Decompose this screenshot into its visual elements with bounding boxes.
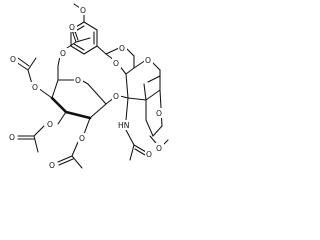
structure-canvas: O O O O O O O O O O O O O O HN O O <box>8 3 169 170</box>
atom-o-methoxy: O <box>80 6 86 15</box>
acetyl-c2-o-c <box>71 141 79 157</box>
atom-labels: O O O O O O O O O O O O O O HN O O <box>8 5 164 170</box>
label-bg <box>31 82 40 92</box>
c3-o-bond-left <box>57 111 67 125</box>
left-sugar-ring <box>50 55 107 120</box>
c4-o-bond <box>37 87 53 99</box>
acetamide-co-double <box>134 148 146 156</box>
atom-o-acetyl-3-carbonyl: O <box>9 133 15 142</box>
aryl-acetal-bond <box>96 45 107 55</box>
atom-o-acetyl-4-carbonyl: O <box>49 161 55 170</box>
ring-inner-bond <box>147 75 161 83</box>
ring-bond-b <box>89 103 107 119</box>
atom-o-acetyl-1-carbonyl: O <box>69 23 75 32</box>
label-bg <box>8 132 17 142</box>
acetyl-c3-o-c <box>33 125 45 137</box>
acetyl-c3 <box>17 111 67 153</box>
acetyl-c2-methyl <box>71 155 83 169</box>
atom-o-acetamide: O <box>146 150 152 159</box>
ring-bond-e <box>51 79 59 99</box>
atom-o-acetal-a: O <box>113 59 119 68</box>
label-bg <box>79 5 88 15</box>
acetal-bond-c <box>125 47 135 57</box>
label-bg <box>78 133 87 143</box>
ring-bold-bond-d <box>50 96 68 114</box>
c2-o-bond-left <box>83 117 91 135</box>
c3-o-bond <box>119 95 129 99</box>
acetyl-c2-co <box>57 155 73 163</box>
atom-hn: HN <box>118 121 129 130</box>
atom-o-acetyl-4: O <box>79 134 85 143</box>
c2-n-bond <box>125 97 129 121</box>
ring-inner-bond-2 <box>143 83 147 101</box>
atom-o-ring-right: O <box>145 56 151 65</box>
ring-bond-7 <box>125 73 129 99</box>
label-bg <box>155 143 164 153</box>
acetyl-c2-co-double <box>58 158 74 166</box>
atom-o-acetal-b: O <box>119 44 125 53</box>
label-bg <box>68 22 77 32</box>
anhydro-bond-3 <box>145 119 154 137</box>
atom-o-acetyl-3: O <box>47 120 53 129</box>
label-bg <box>118 43 127 53</box>
acetamide-methyl-bond <box>129 144 135 161</box>
ring-bond-1 <box>125 67 135 75</box>
right-sugar-ring <box>125 59 169 149</box>
acetamide-co-bond <box>133 144 147 153</box>
atom-o-acetyl-2: O <box>32 83 38 92</box>
molecule-structure-diagram: O O O O O O O O O O O O O O HN O O <box>0 0 170 172</box>
label-bg <box>48 160 57 170</box>
acetyl-c6-methyl <box>75 37 91 43</box>
ring-bond-5 <box>145 89 161 101</box>
label-bg <box>9 54 18 64</box>
acetamide-group <box>125 97 147 161</box>
atom-o-anhydro-2: O <box>156 144 162 153</box>
ring-bold-bond-c <box>64 110 92 120</box>
acetyl-c2 <box>57 117 91 169</box>
acetal-bond-b <box>105 47 120 55</box>
atom-o-bridge: O <box>113 92 119 101</box>
label-bg <box>74 75 83 85</box>
ring-bond-a <box>87 83 107 105</box>
atom-o-anhydro: O <box>156 109 162 118</box>
label-bg <box>145 149 154 159</box>
benzene-double-bond-3 <box>73 43 85 51</box>
anhydro-bond-2 <box>152 125 163 137</box>
label-bg <box>59 48 68 58</box>
acetyl-c3-methyl <box>33 135 39 153</box>
label-bg <box>155 108 164 118</box>
label-bg <box>112 91 121 101</box>
acetyl-c4-o-c <box>27 69 33 85</box>
atom-o-acetyl-2-carbonyl: O <box>10 55 16 64</box>
label-bg <box>112 58 121 68</box>
n-carbonyl-bond <box>125 129 135 146</box>
ring-bond-6 <box>127 97 147 101</box>
acetyl-c4-methyl <box>27 57 37 71</box>
label-bg <box>144 55 153 65</box>
atom-o-acetyl-1: O <box>60 49 66 58</box>
label-bg <box>46 119 55 129</box>
label-bg <box>117 120 131 130</box>
acetyl-c4-co-double <box>17 57 30 67</box>
atom-o-ring-left: O <box>75 76 81 85</box>
